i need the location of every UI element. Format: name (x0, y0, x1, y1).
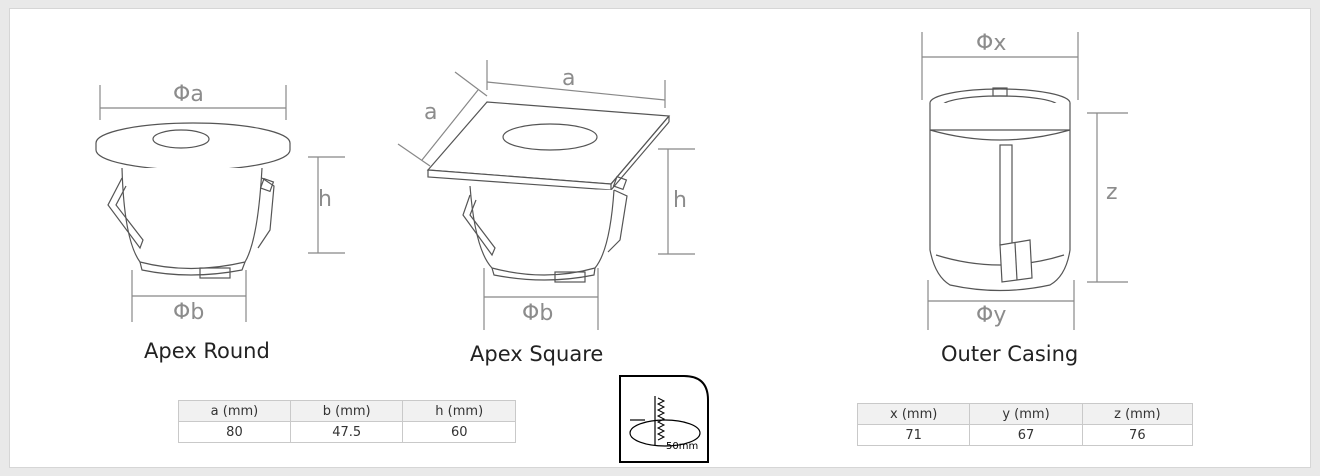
cutout-depth-icon (619, 375, 709, 463)
caption-outer-casing: Outer Casing (941, 342, 1079, 366)
table-header-row: x (mm) y (mm) z (mm) (856, 403, 1194, 425)
table-header-cell: h (mm) (402, 400, 516, 422)
dim-label-phi-b: Φb (522, 301, 554, 326)
table-header-cell: y (mm) (969, 403, 1083, 425)
casing-spec-table: x (mm) y (mm) z (mm) 71 67 76 (856, 403, 1194, 446)
cutout-label: 50mm (666, 441, 699, 452)
caption-apex-square: Apex Square (470, 342, 604, 366)
table-row: 71 67 76 (856, 424, 1194, 446)
dim-label-h: h (673, 188, 687, 213)
apex-spec-table: a (mm) b (mm) h (mm) 80 47.5 60 (178, 400, 516, 443)
table-cell: 60 (402, 421, 516, 443)
dim-label-phi-x: Φx (976, 31, 1007, 56)
table-cell: 67 (969, 424, 1083, 446)
table-cell: 76 (1081, 424, 1194, 446)
table-cell: 80 (178, 421, 291, 443)
table-header-cell: z (mm) (1081, 403, 1194, 425)
dim-label-a-top: a (562, 66, 576, 91)
table-cell: 47.5 (289, 421, 404, 443)
table-header-row: a (mm) b (mm) h (mm) (178, 400, 516, 422)
table-row: 80 47.5 60 (178, 421, 516, 443)
dim-label-phi-a: Φa (173, 82, 204, 107)
table-cell: 71 (856, 424, 971, 446)
dim-label-phi-y: Φy (976, 303, 1007, 328)
table-header-cell: b (mm) (289, 400, 404, 422)
table-header-cell: a (mm) (178, 400, 291, 422)
dim-label-h: h (318, 187, 332, 212)
apex-square-drawing (397, 60, 695, 330)
table-header-cell: x (mm) (856, 403, 971, 425)
dim-label-phi-b: Φb (173, 300, 205, 325)
apex-round-drawing (95, 85, 345, 322)
outer-casing-drawing (921, 32, 1128, 330)
dim-label-a-side: a (424, 100, 438, 125)
caption-apex-round: Apex Round (144, 339, 270, 363)
dim-label-z: z (1106, 180, 1118, 205)
